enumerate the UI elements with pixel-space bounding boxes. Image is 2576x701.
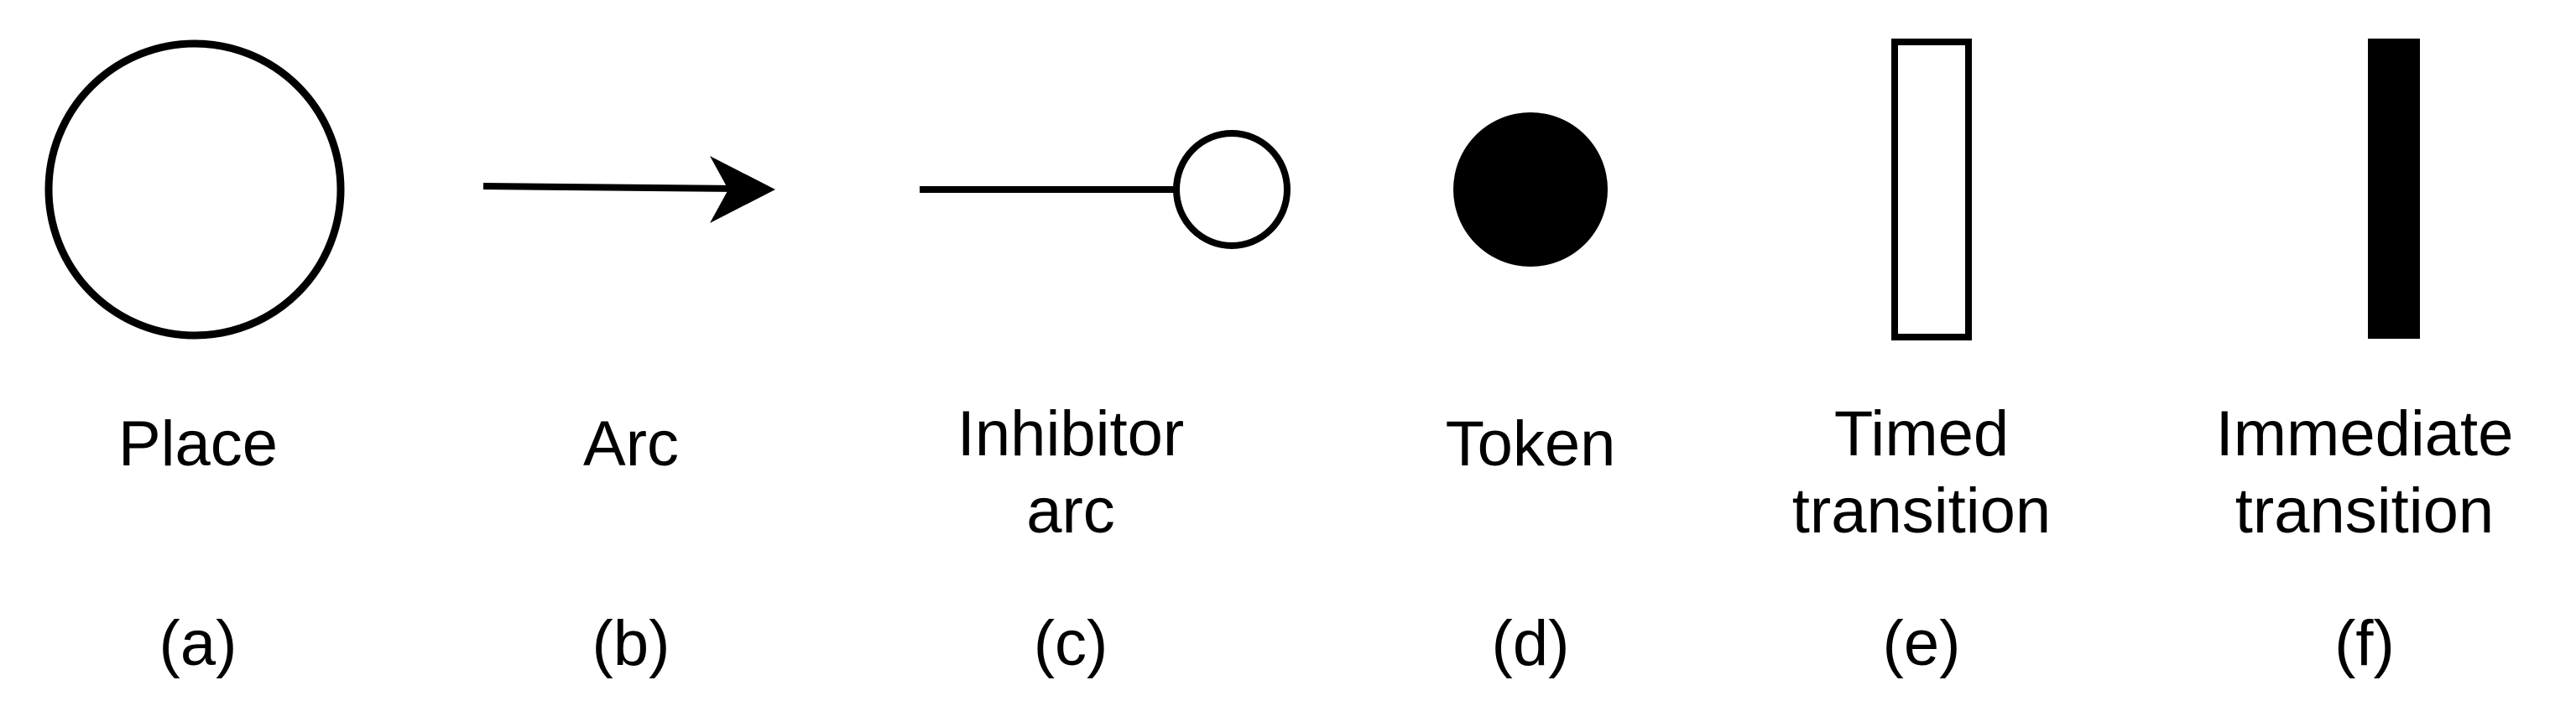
arc-symbol [482,156,775,223]
panel-timed-transition: Timed transition (e) [1712,0,2131,701]
timed-transition-tag: (e) [1882,608,1961,679]
immediate-transition-symbol [2368,39,2420,339]
timed-transition-label: Timed transition [1712,396,2131,550]
arc-tag: (b) [592,608,670,679]
timed-transition-label-line-2: transition [1791,475,2052,547]
inhibitor-arc-label-line-2: arc [1026,475,1115,547]
place-label-line-1: Place [117,408,279,480]
panel-place: Place (a) [0,0,408,701]
panel-inhibitor-arc: Inhibitor arc (c) [861,0,1280,701]
immediate-transition-tag: (f) [2334,608,2395,679]
arc-line [482,183,739,192]
arc-label: Arc [421,406,841,483]
timed-transition-label-line-1: Timed [1833,398,2010,470]
inhibitor-arc-symbol [920,130,1291,249]
place-symbol [44,39,345,340]
token-tag: (d) [1491,608,1570,679]
timed-transition-symbol [1891,39,1972,340]
token-label-line-1: Token [1445,408,1616,480]
immediate-transition-label: Immediate transition [2155,396,2574,550]
inhibitor-arc-label: Inhibitor arc [861,396,1280,550]
panel-immediate-transition: Immediate transition (f) [2155,0,2574,701]
token-symbol [1453,112,1608,267]
inhibitor-circle-icon [1173,130,1291,249]
inhibitor-arc-label-line-1: Inhibitor [957,398,1185,470]
place-label: Place [0,406,408,483]
panel-token: Token (d) [1321,0,1740,701]
arrowhead-icon [710,156,775,223]
place-tag: (a) [159,608,237,679]
panel-arc: Arc (b) [421,0,841,701]
inhibitor-arc-tag: (c) [1033,608,1108,679]
immediate-transition-label-line-2: transition [2234,475,2495,547]
arc-label-line-1: Arc [583,408,679,480]
token-label: Token [1321,406,1740,483]
immediate-transition-label-line-1: Immediate [2215,398,2514,470]
